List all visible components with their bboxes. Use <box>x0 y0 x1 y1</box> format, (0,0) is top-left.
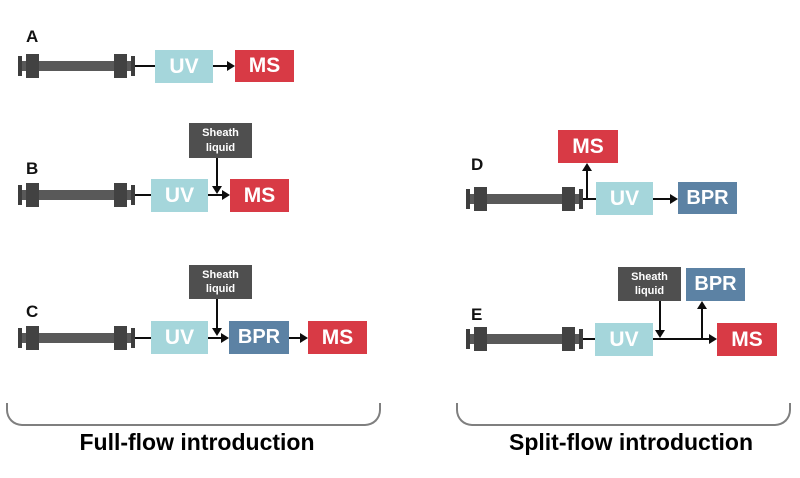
ms-box: MS <box>558 130 618 163</box>
uv-detector-box: UV <box>151 321 208 354</box>
bpr-box: BPR <box>229 321 289 354</box>
full-flow-brace <box>6 403 381 426</box>
panel-c-letter: C <box>26 302 39 321</box>
line-column-to-uv <box>135 337 151 339</box>
uv-detector-box: UV <box>151 179 208 212</box>
line-split-up <box>586 170 588 199</box>
arrowhead-sheath-down <box>212 328 222 336</box>
arrowhead-to-ms <box>709 334 717 344</box>
column-tube <box>21 61 132 71</box>
hplc-column <box>18 54 135 78</box>
bpr-box: BPR <box>686 268 745 301</box>
arrowhead-to-ms <box>222 190 230 200</box>
line-sheath-down <box>216 158 218 188</box>
column-endcap-left <box>474 187 487 211</box>
line-uv-to-bpr <box>208 337 222 339</box>
line-uv-to-ms <box>653 338 709 340</box>
panel-e-letter: E <box>471 305 483 324</box>
column-endcap-left <box>474 327 487 351</box>
line-uv-to-ms <box>213 65 228 67</box>
column-fitting-right <box>131 185 135 205</box>
uv-detector-box: UV <box>596 182 653 215</box>
column-endcap-right <box>562 327 575 351</box>
ms-box: MS <box>717 323 777 356</box>
line-bpr-to-ms <box>289 337 300 339</box>
line-sheath-down <box>216 299 218 328</box>
hplc-column <box>18 326 135 350</box>
column-fitting-left <box>18 185 22 205</box>
column-fitting-left <box>18 328 22 348</box>
column-tube <box>21 333 132 343</box>
column-endcap-right <box>114 54 127 78</box>
split-flow-label: Split-flow introduction <box>508 429 753 455</box>
full-flow-label: Full-flow introduction <box>79 429 315 455</box>
line-column-to-uv <box>135 194 151 196</box>
column-endcap-left <box>26 54 39 78</box>
column-fitting-left <box>18 56 22 76</box>
column-fitting-left <box>466 329 470 349</box>
ms-box: MS <box>230 179 289 212</box>
line-uv-to-ms <box>208 194 223 196</box>
hplc-column <box>466 187 583 211</box>
hplc-column <box>18 183 135 207</box>
arrowhead-sheath-down <box>655 330 665 338</box>
arrowhead-sheath-down <box>212 186 222 194</box>
column-fitting-right <box>579 189 583 209</box>
ms-box: MS <box>308 321 367 354</box>
line-sheath-down <box>659 301 661 331</box>
column-endcap-left <box>26 326 39 350</box>
sheath-liquid-box: Sheath liquid <box>618 267 681 301</box>
line-column-to-uv <box>583 338 595 340</box>
hplc-column <box>466 327 583 351</box>
split-flow-brace <box>456 403 791 426</box>
arrowhead-split-up-to-bpr <box>697 301 707 309</box>
panel-b-letter: B <box>26 159 39 178</box>
sheath-liquid-box: Sheath liquid <box>189 265 252 299</box>
arrowhead-split-up-to-ms <box>582 163 592 171</box>
line-column-to-uv <box>583 198 596 200</box>
column-tube <box>469 334 580 344</box>
line-split-up-to-bpr <box>701 309 703 339</box>
uv-detector-box: UV <box>595 323 653 356</box>
bpr-box: BPR <box>678 182 737 214</box>
column-fitting-right <box>579 329 583 349</box>
arrowhead-to-ms <box>300 333 308 343</box>
ms-box: MS <box>235 50 294 82</box>
line-uv-to-bpr <box>653 198 670 200</box>
panel-a-letter: A <box>26 27 39 46</box>
panel-d-letter: D <box>471 155 484 174</box>
arrowhead-to-bpr <box>670 194 678 204</box>
column-endcap-right <box>114 183 127 207</box>
column-tube <box>21 190 132 200</box>
column-fitting-left <box>466 189 470 209</box>
column-tube <box>469 194 580 204</box>
sheath-liquid-box: Sheath liquid <box>189 123 252 158</box>
column-endcap-right <box>562 187 575 211</box>
column-endcap-left <box>26 183 39 207</box>
column-fitting-right <box>131 56 135 76</box>
line-column-to-uv <box>135 65 155 67</box>
uv-detector-box: UV <box>155 50 213 83</box>
column-endcap-right <box>114 326 127 350</box>
arrowhead-to-bpr <box>221 333 229 343</box>
column-fitting-right <box>131 328 135 348</box>
arrowhead-to-ms <box>227 61 235 71</box>
